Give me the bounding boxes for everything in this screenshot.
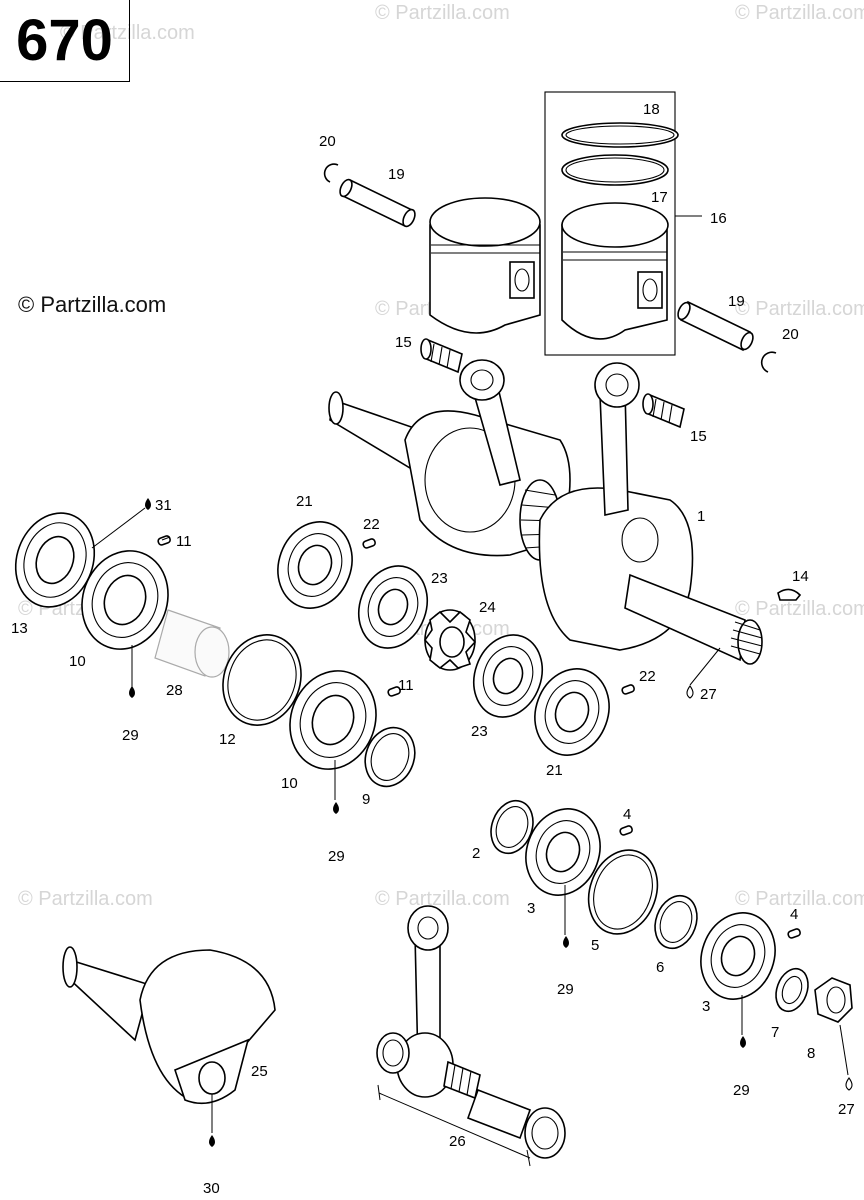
label-26: 26 bbox=[449, 1133, 466, 1150]
label-16: 16 bbox=[710, 210, 727, 227]
label-10: 10 bbox=[281, 775, 298, 792]
label-21: 21 bbox=[296, 493, 313, 510]
label-8: 8 bbox=[807, 1045, 815, 1062]
label-2: 2 bbox=[472, 845, 480, 862]
label-28: 28 bbox=[166, 682, 183, 699]
dowel-pin-11-lower bbox=[387, 686, 401, 697]
label-13: 13 bbox=[11, 620, 28, 637]
label-18: 18 bbox=[643, 101, 660, 118]
circlip-right bbox=[760, 351, 777, 373]
label-24: 24 bbox=[479, 599, 496, 616]
seal-23-lower bbox=[473, 634, 543, 718]
ball-bearing-10-upper bbox=[81, 550, 169, 650]
label-12: 12 bbox=[219, 731, 236, 748]
label-30: 30 bbox=[203, 1180, 220, 1197]
label-22: 22 bbox=[363, 516, 380, 533]
dowel-pin-22-lower bbox=[621, 684, 635, 695]
ball-bearing-21-lower bbox=[534, 668, 610, 756]
label-10: 10 bbox=[69, 653, 86, 670]
label-15: 15 bbox=[395, 334, 412, 351]
piston-right bbox=[561, 202, 669, 340]
piston-rings bbox=[561, 122, 679, 186]
ball-bearing-10-lower bbox=[289, 670, 377, 770]
label-27: 27 bbox=[838, 1101, 855, 1118]
label-17: 17 bbox=[651, 189, 668, 206]
o-ring-5 bbox=[587, 849, 659, 935]
wrist-pin-left bbox=[339, 178, 416, 228]
oil-seal-13 bbox=[14, 512, 96, 608]
label-3: 3 bbox=[527, 900, 535, 917]
label-9: 9 bbox=[362, 791, 370, 808]
label-19: 19 bbox=[388, 166, 405, 183]
label-14: 14 bbox=[792, 568, 809, 585]
ball-bearing-3-lower bbox=[700, 912, 776, 1000]
label-23: 23 bbox=[471, 723, 488, 740]
label-7: 7 bbox=[771, 1024, 779, 1041]
crank-half-25 bbox=[62, 946, 276, 1105]
label-29: 29 bbox=[733, 1082, 750, 1099]
dowel-pin-22-upper bbox=[362, 538, 376, 549]
label-11: 11 bbox=[176, 533, 192, 550]
gear-24 bbox=[423, 609, 477, 671]
shim-6 bbox=[654, 894, 698, 950]
dowel-pin-11-upper bbox=[157, 535, 171, 546]
o-ring-12 bbox=[222, 634, 302, 726]
wrist-pin-right bbox=[677, 300, 754, 352]
label-31: 31 bbox=[155, 497, 172, 514]
label-25: 25 bbox=[251, 1063, 268, 1080]
label-5: 5 bbox=[591, 937, 599, 954]
label-22: 22 bbox=[639, 668, 656, 685]
seal-23-upper bbox=[358, 565, 428, 649]
label-29: 29 bbox=[557, 981, 574, 998]
diagram-number: 670 bbox=[0, 0, 130, 82]
label-4: 4 bbox=[623, 806, 631, 823]
label-21: 21 bbox=[546, 762, 563, 779]
crankshaft-assembly bbox=[328, 359, 763, 665]
lubricant-drop-icon bbox=[129, 498, 853, 1147]
label-15: 15 bbox=[690, 428, 707, 445]
piston-left bbox=[429, 197, 541, 334]
label-11: 11 bbox=[398, 677, 414, 694]
needle-bearing-left bbox=[420, 338, 463, 374]
label-19: 19 bbox=[728, 293, 745, 310]
connecting-rod-assembly-26 bbox=[376, 905, 566, 1167]
label-23: 23 bbox=[431, 570, 448, 587]
piston-kit-box bbox=[544, 91, 676, 356]
needle-bearing-right bbox=[642, 393, 685, 429]
dowel-pin-4-lower bbox=[787, 928, 801, 939]
label-6: 6 bbox=[656, 959, 664, 976]
circlip-left bbox=[323, 163, 339, 183]
copyright-text: © Partzilla.com bbox=[18, 292, 167, 317]
washer-7 bbox=[775, 967, 809, 1013]
dowel-pin-4-upper bbox=[619, 825, 633, 836]
label-27: 27 bbox=[700, 686, 717, 703]
label-29: 29 bbox=[122, 727, 139, 744]
label-4: 4 bbox=[790, 906, 798, 923]
label-1: 1 bbox=[697, 508, 705, 525]
label-3: 3 bbox=[702, 998, 710, 1015]
sleeve-28 bbox=[154, 609, 230, 678]
woodruff-key bbox=[777, 588, 802, 601]
ball-bearing-21-upper bbox=[277, 521, 353, 609]
nut-8 bbox=[814, 977, 853, 1023]
ball-bearing-3-upper bbox=[525, 808, 601, 896]
label-20: 20 bbox=[319, 133, 336, 150]
label-20: 20 bbox=[782, 326, 799, 343]
label-29: 29 bbox=[328, 848, 345, 865]
